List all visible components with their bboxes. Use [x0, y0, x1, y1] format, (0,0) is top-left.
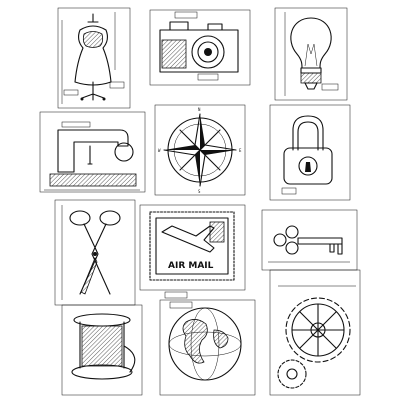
- globe-icon: [168, 307, 242, 381]
- thread-spool-stamp: [61, 304, 143, 396]
- thread-spool-frame: [61, 304, 143, 396]
- thread-spool-icon: [71, 313, 136, 380]
- scissors-icon: [69, 210, 121, 295]
- gears-frame: [269, 269, 361, 396]
- padlock-stamp: [269, 104, 351, 201]
- globe-frame: [159, 299, 256, 396]
- sewing-machine-icon: [49, 121, 137, 187]
- camera-frame: [149, 9, 251, 86]
- compass-west-label: W: [158, 148, 161, 153]
- compass-north-label: N: [198, 107, 201, 112]
- globe-stamp: [159, 299, 256, 396]
- light-bulb-stamp: [274, 7, 348, 101]
- gears-stamp: [269, 269, 361, 396]
- airmail-stamp-icon: AIR MAIL: [149, 211, 235, 281]
- compass-rose-stamp: N S E W: [154, 104, 246, 196]
- airmail-stamp-frame: [139, 204, 246, 291]
- skeleton-key-icon: [273, 225, 343, 255]
- compass-east-label: E: [239, 148, 242, 153]
- camera-stamp: [149, 9, 251, 86]
- light-bulb-icon: [290, 17, 332, 90]
- light-bulb-frame: [274, 7, 348, 101]
- skeleton-key-stamp: [261, 209, 358, 271]
- padlock-frame: [269, 104, 351, 201]
- dress-form-frame: [57, 7, 131, 109]
- compass-south-label: S: [198, 189, 201, 194]
- compass-rose-icon: [163, 113, 237, 187]
- gears-icon: [277, 297, 351, 389]
- dress-form-stamp: [57, 7, 131, 109]
- airmail-stamp-stamp: AIR MAIL: [139, 204, 246, 299]
- dress-form-icon: [74, 13, 112, 101]
- padlock-icon: [283, 115, 333, 185]
- camera-icon: [159, 21, 239, 73]
- compass-rose-frame: [154, 104, 246, 196]
- skeleton-key-frame: [261, 209, 358, 271]
- sewing-machine-stamp: [39, 111, 146, 193]
- airmail-label: AIR MAIL: [168, 261, 214, 271]
- sewing-machine-frame: [39, 111, 146, 193]
- scissors-stamp: [54, 199, 136, 306]
